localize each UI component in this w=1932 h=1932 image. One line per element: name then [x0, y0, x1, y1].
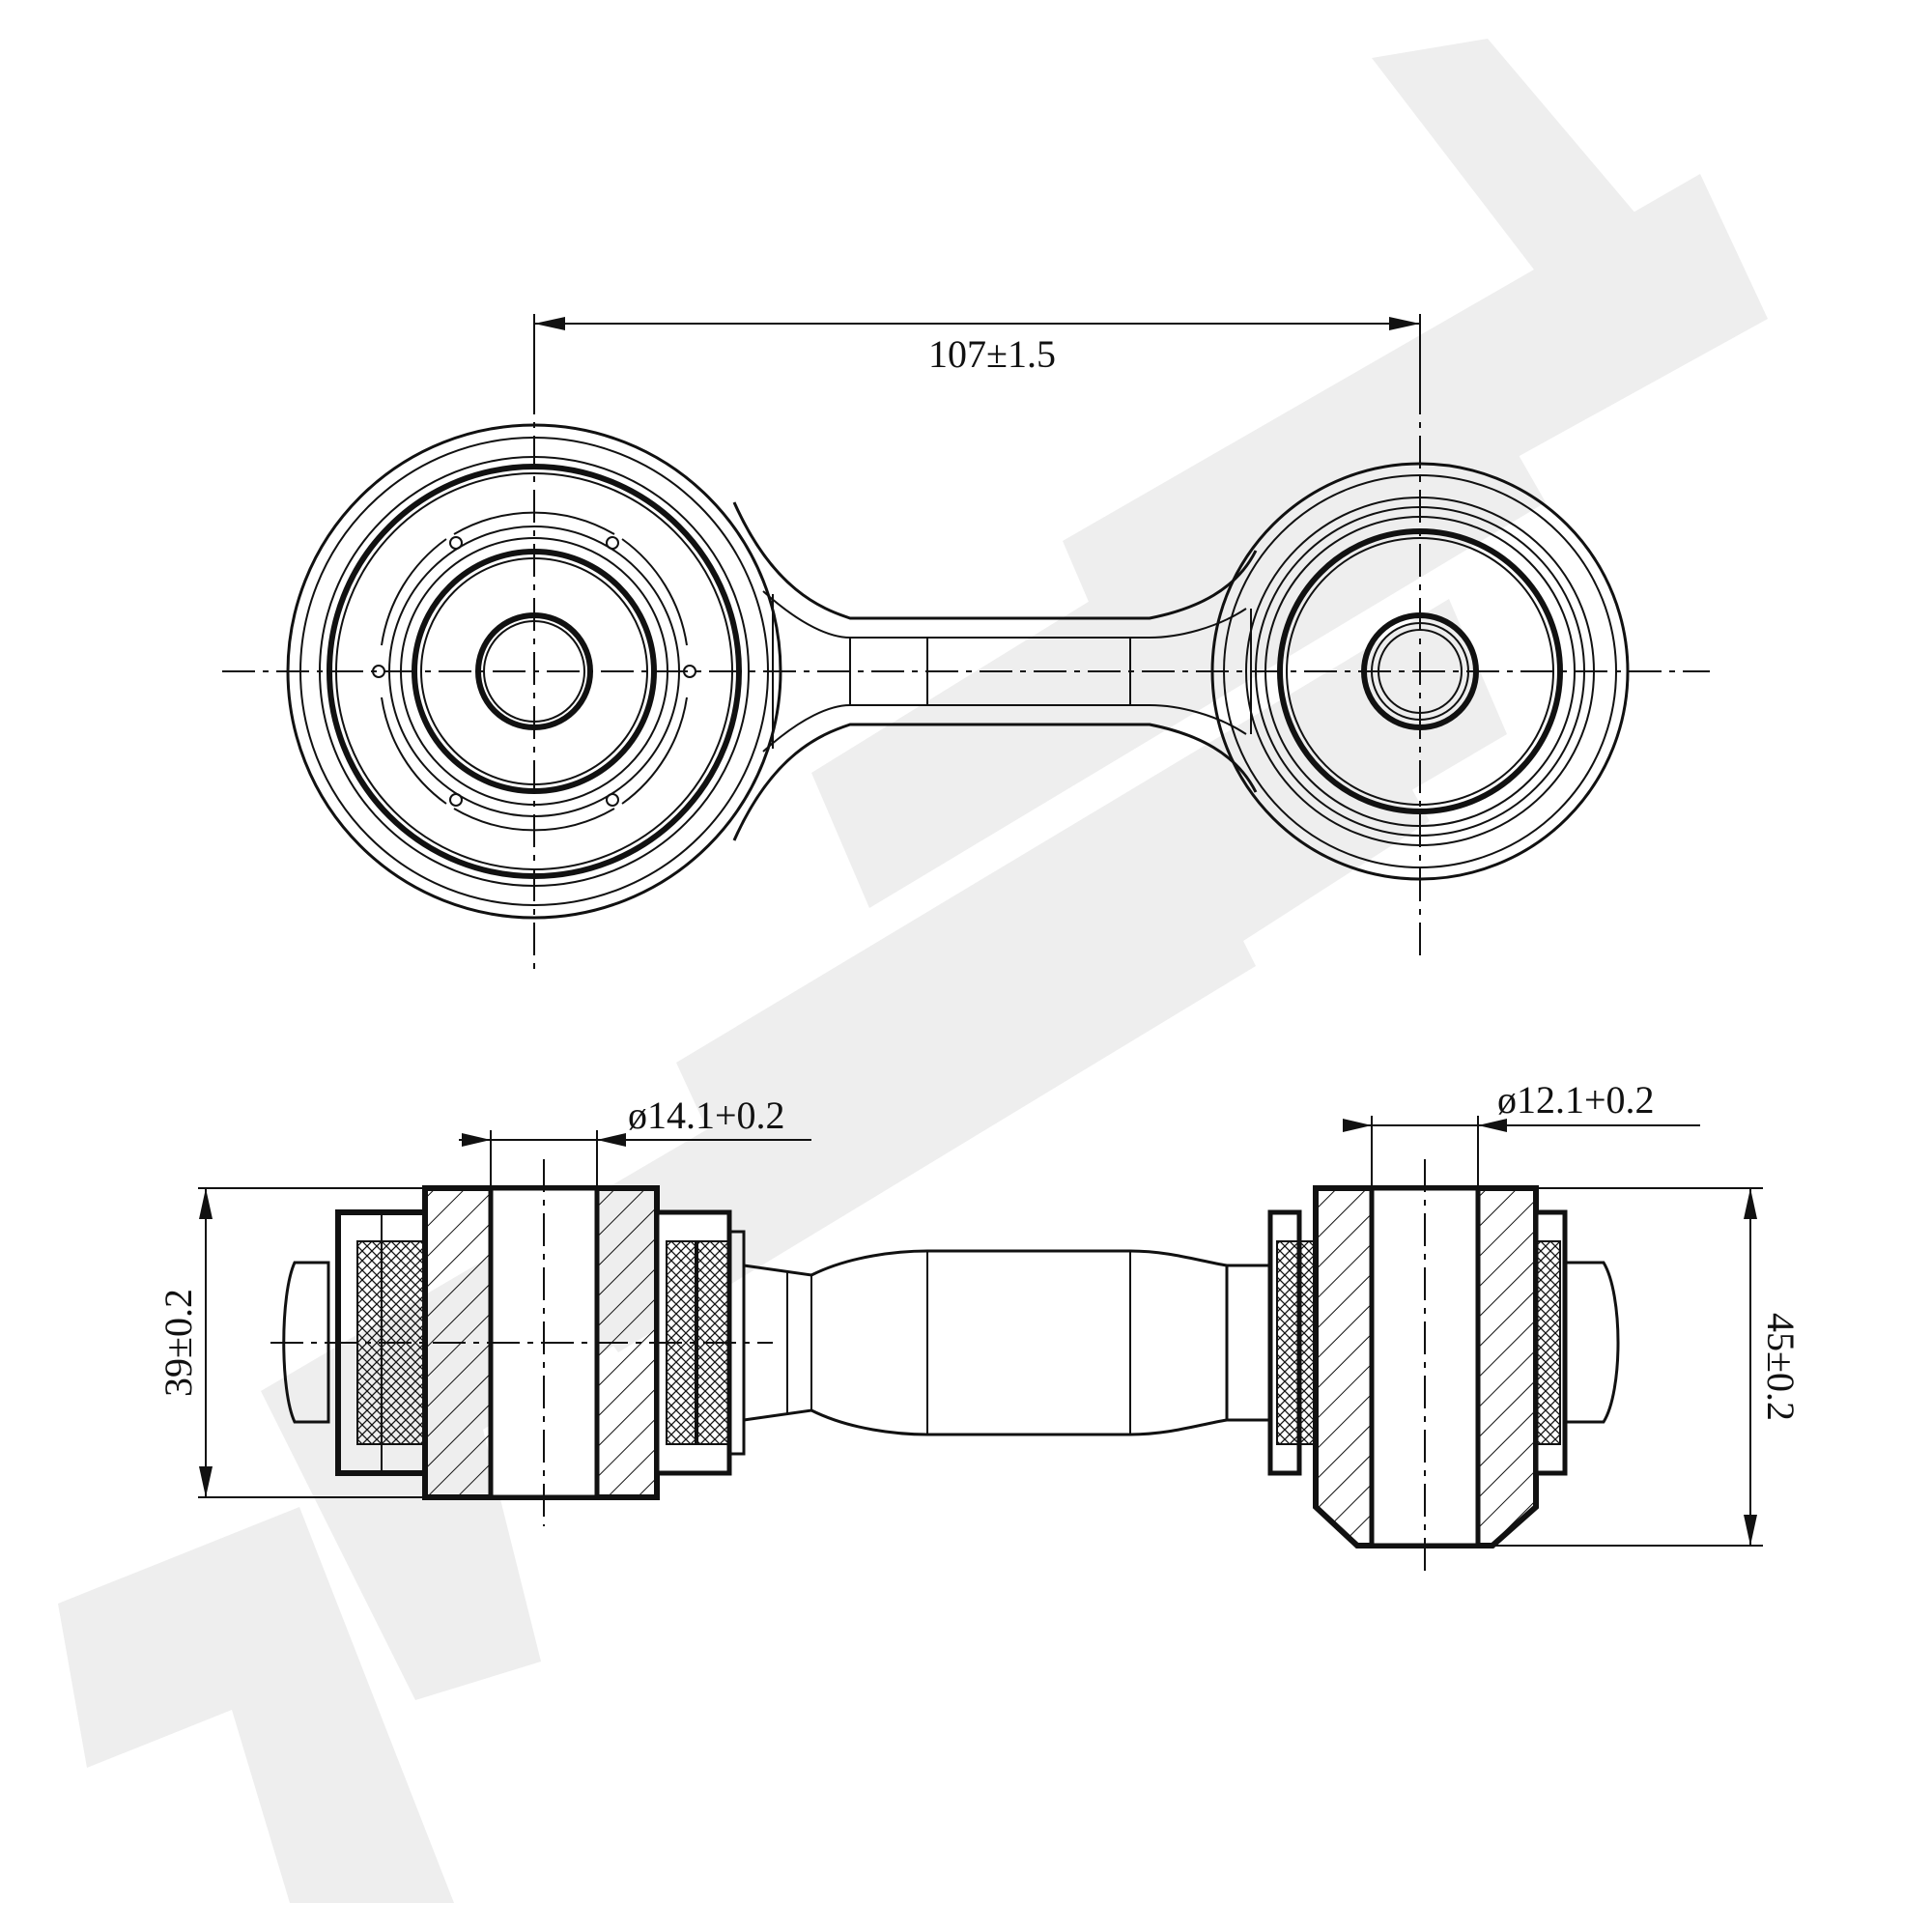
right-bore-dimension: ø12.1+0.2: [1343, 1078, 1700, 1188]
left-height-label: 39±0.2: [156, 1289, 200, 1397]
left-height-dimension: 39±0.2: [156, 1187, 425, 1498]
left-bore-dimension: ø14.1+0.2: [459, 1094, 811, 1188]
center-distance-label: 107±1.5: [928, 332, 1056, 376]
watermark-logo: [58, 39, 1768, 1903]
left-eye: [286, 423, 782, 920]
center-distance-dimension: 107±1.5: [533, 314, 1421, 382]
right-eye: [1210, 462, 1630, 881]
right-height-label: 45±0.2: [1759, 1313, 1803, 1421]
left-bore-label: ø14.1+0.2: [628, 1094, 785, 1137]
right-bore-label: ø12.1+0.2: [1497, 1078, 1655, 1122]
side-section-view: ø14.1+0.2 ø12.1+0.2 39±0.2 45: [156, 1078, 1803, 1575]
top-view: 107±1.5: [222, 314, 1710, 976]
connecting-arm: [732, 501, 1258, 841]
right-height-dimension: 45±0.2: [1492, 1187, 1803, 1547]
